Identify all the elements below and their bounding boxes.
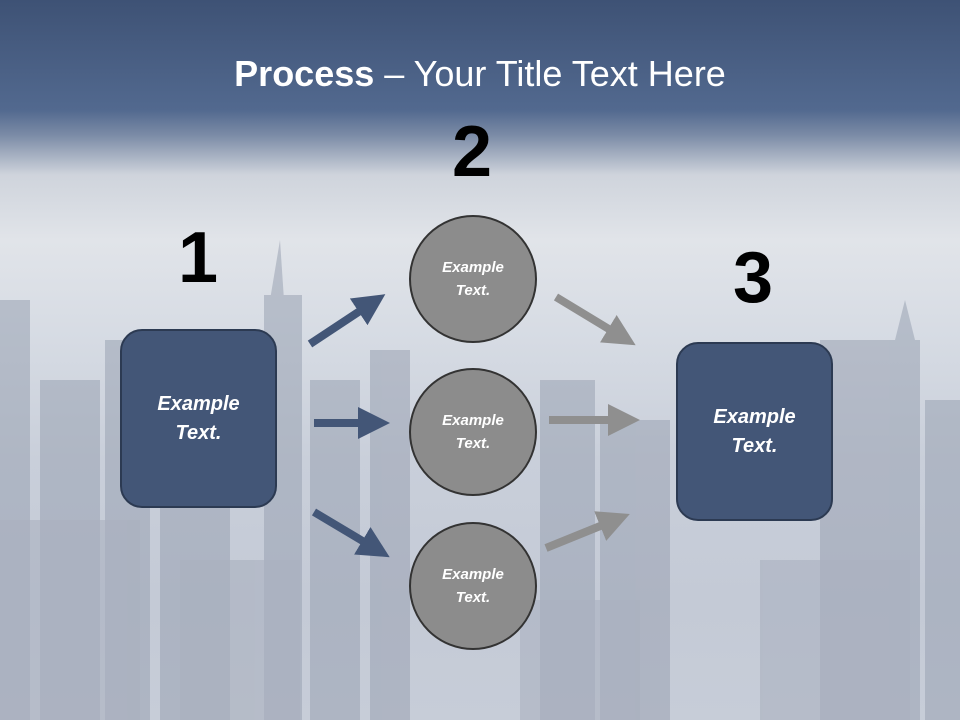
arrow-bottom-to-3 [544, 511, 630, 552]
step-2-circle-top-text: Example Text. [442, 259, 504, 299]
arrow-1-to-bottom [311, 508, 390, 558]
step-1-box: Example Text. [120, 329, 277, 508]
step-2-circle-middle: Example Text. [409, 368, 537, 496]
step-3-number: 3 [732, 238, 774, 318]
arrow-1-to-top [307, 294, 386, 348]
slide-title: Process – Your Title Text Here [0, 52, 960, 96]
title-rest: – Your Title Text Here [374, 53, 726, 94]
step-3-text: Example Text. [713, 405, 796, 457]
step-1-number: 1 [177, 218, 219, 298]
step-2-circle-middle-text: Example Text. [442, 412, 504, 452]
arrow-top-to-3 [553, 293, 636, 346]
step-1-text: Example Text. [157, 392, 240, 444]
step-2-circle-top: Example Text. [409, 215, 537, 343]
step-2-number: 2 [451, 112, 493, 192]
title-bold: Process [234, 53, 375, 94]
step-3-box: Example Text. [676, 342, 833, 521]
step-2-circle-bottom: Example Text. [409, 522, 537, 650]
step-2-circle-bottom-text: Example Text. [442, 566, 504, 606]
